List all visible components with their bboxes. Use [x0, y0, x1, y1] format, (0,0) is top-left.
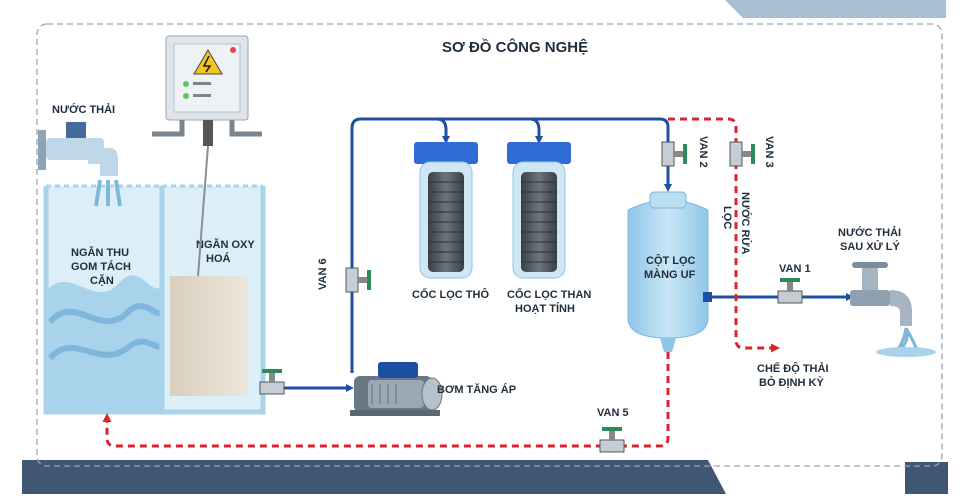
collection-tank [43, 184, 266, 415]
valve-icon [259, 369, 285, 395]
label-nuoc-rua-1: NƯỚC RỬA [739, 192, 752, 255]
label-coc-loc-than-2: HOẠT TÍNH [515, 302, 575, 315]
filter-housing-icon [414, 142, 478, 279]
label-ngan-thu-2: GOM TÁCH [71, 260, 131, 273]
label-coc-loc-than-1: CỐC LỌC THAN [507, 287, 591, 301]
label-cot-loc-1: CỘT LỌC [646, 254, 696, 267]
label-che-do-1: CHẾ ĐỘ THẢI [757, 362, 829, 375]
label-van-2: VAN 2 [697, 136, 709, 168]
label-nuoc-sau-1: NƯỚC THẢI [838, 226, 901, 239]
valve-5-icon [599, 427, 625, 453]
red-dashed-pipes [102, 117, 780, 448]
label-van-5: VAN 5 [597, 407, 629, 419]
label-van-6: VAN 6 [317, 258, 329, 290]
pump-icon [350, 362, 443, 416]
inlet-faucet-icon [38, 122, 122, 207]
oxidation-media [170, 276, 248, 396]
control-panel-icon [152, 35, 262, 277]
label-coc-loc-tho: CỐC LỌC THÔ [412, 287, 489, 301]
label-van-1: VAN 1 [779, 263, 811, 275]
label-van-3: VAN 3 [763, 136, 775, 168]
label-ngan-thu-3: CẶN [90, 274, 114, 287]
label-nuoc-rua-2: LỌC [721, 206, 733, 229]
label-che-do-2: BỎ ĐỊNH KỲ [759, 376, 824, 389]
decor-bars [22, 0, 948, 494]
label-cot-loc-2: MÀNG UF [644, 268, 696, 281]
outlet-faucet-icon [850, 262, 936, 357]
label-nuoc-thai: NƯỚC THẢI [52, 103, 115, 116]
diagram-frame [36, 23, 943, 467]
valve-1-icon [777, 278, 803, 304]
label-ngan-oxy-1: NGĂN OXY [196, 238, 255, 251]
valve-6-icon [345, 267, 371, 293]
diagram-title: SƠ ĐỒ CÔNG NGHỆ [442, 38, 588, 56]
valve-3-icon [729, 141, 755, 167]
valve-2-icon [661, 141, 687, 167]
label-nuoc-sau-2: SAU XỬ LÝ [840, 240, 901, 253]
carbon-filter-housing-icon [507, 142, 571, 279]
label-bom-tang-ap: BƠM TĂNG ÁP [437, 383, 516, 396]
label-ngan-oxy-2: HOÁ [206, 252, 231, 265]
label-ngan-thu-1: NGĂN THU [71, 246, 129, 259]
uf-membrane-icon [627, 191, 712, 352]
warning-icon [193, 49, 223, 75]
